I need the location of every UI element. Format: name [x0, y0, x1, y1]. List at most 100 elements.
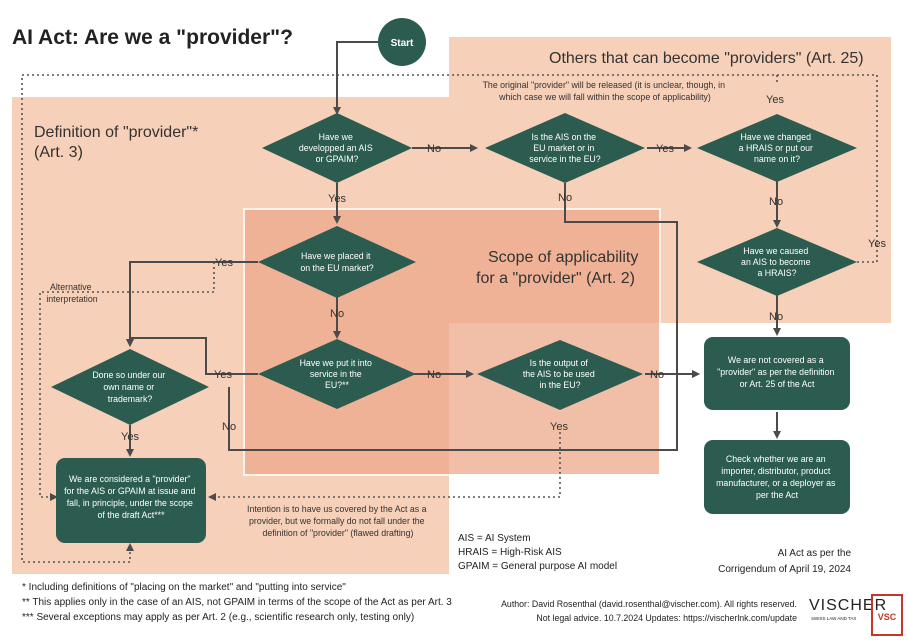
outcome-check-line-3: manufacturer, or a deployer as: [716, 478, 836, 488]
label-onmarket-no: No: [558, 192, 572, 204]
region-scope-label-1: Scope of applicability: [488, 249, 638, 266]
label-ownname-no: No: [222, 421, 236, 433]
decision-service[interactable]: [258, 339, 416, 409]
outcome-provider-line-4: of the draft Act***: [98, 510, 166, 520]
outcome-provider-line-2: for the AIS or GPAIM at issue and: [64, 486, 195, 496]
decision-output[interactable]: [477, 340, 643, 410]
decision-output-line-3: in the EU?: [539, 380, 580, 390]
edge-start-developed: [333, 41, 378, 115]
start-node[interactable]: [378, 18, 426, 66]
footnote-3: *** Several exceptions may apply as per …: [22, 612, 414, 623]
decision-caused-line-2: an AIS to become: [741, 257, 811, 267]
svg-text:Check whether we are an im: Check whether we are an importer, distri…: [716, 454, 838, 500]
svg-text:Alternative interpretation: Alternative interpretation: [46, 282, 97, 304]
label-caused-yes: Yes: [868, 238, 886, 250]
label-changed-no: No: [769, 196, 783, 208]
outcome-not-covered-line-1: We are not covered as a: [728, 355, 824, 365]
outcome-check[interactable]: [704, 440, 850, 514]
act-note-line-1: AI Act as per the: [778, 548, 852, 559]
note-alternative-line-1: Alternative: [50, 282, 92, 292]
decision-on-market-line-3: service in the EU?: [529, 154, 600, 164]
decision-developed[interactable]: [262, 113, 412, 183]
footnote-1: * Including definitions of "placing on t…: [22, 582, 346, 593]
legend-gpaim: GPAIM = General purpose AI model: [458, 561, 617, 572]
outcome-not-covered-line-3: or Art. 25 of the Act: [740, 379, 815, 389]
outcome-not-covered[interactable]: [704, 337, 850, 410]
act-note-line-2: Corrigendum of April 19, 2024: [718, 564, 851, 575]
decision-changed-line-2: a HRAIS or put our: [739, 143, 813, 153]
region-scope-label-2: for a "provider" (Art. 2): [476, 270, 635, 287]
decision-placed[interactable]: [258, 226, 416, 298]
decision-on-market-line-1: Is the AIS on the: [531, 132, 596, 142]
label-service-no: No: [427, 369, 441, 381]
svg-text:Have we put it into servic: Have we put it into service in the EU?**: [300, 358, 375, 390]
region-definition-label-1: Definition of "provider"*: [34, 124, 198, 141]
edge-caused-yes-loop: [777, 74, 878, 263]
decision-placed-line-2: on the EU market?: [300, 263, 373, 273]
decision-on-market-line-2: EU market or in: [533, 143, 594, 153]
outcome-not-covered-line-2: "provider" as per the definition: [717, 367, 834, 377]
footnote-2: ** This applies only in the case of an A…: [22, 597, 452, 608]
decision-caused[interactable]: [697, 228, 857, 296]
decision-caused-line-1: Have we caused: [743, 246, 808, 256]
edge-service-yes: [126, 337, 258, 375]
decision-own-name-line-2: own name or: [103, 382, 154, 392]
brand-seal-text: VSC: [878, 612, 897, 622]
note-intention-line-1: Intention is to have us covered by the A…: [247, 504, 427, 514]
brand-name: VISCHER: [809, 597, 887, 614]
note-alternative-line-2: interpretation: [46, 294, 97, 304]
decision-developed-line-1: Have we: [319, 132, 353, 142]
label-output-yes: Yes: [550, 421, 568, 433]
note-intention-line-2: provider, but we formally do not fall un…: [249, 516, 425, 526]
decision-service-line-1: Have we put it into: [300, 358, 372, 368]
outcome-provider-line-3: fall, in principle, under the scope: [67, 498, 193, 508]
note-released-line-1: The original "provider" will be released…: [483, 80, 726, 90]
svg-text:Have we caused an AIS to b: Have we caused an AIS to become a HRAIS?: [741, 246, 813, 278]
label-placed-no: No: [330, 308, 344, 320]
decision-output-line-2: the AIS to be used: [523, 369, 595, 379]
decision-developed-line-3: or GPAIM?: [316, 154, 359, 164]
brand-seal-icon: [871, 594, 903, 636]
label-placed-yes: Yes: [215, 257, 233, 269]
region-others-label: Others that can become "providers" (Art.…: [549, 50, 864, 67]
decision-service-line-3: EU?**: [325, 380, 350, 390]
label-developed-yes: Yes: [328, 193, 346, 205]
author-line-2: Not legal advice. 10.7.2024 Updates: htt…: [536, 613, 797, 623]
svg-text:The original "provider" will b: The original "provider" will be released…: [483, 80, 728, 102]
decision-on-market[interactable]: [485, 113, 645, 183]
svg-text:Is the output of the AIS t: Is the output of the AIS to be used in t…: [523, 358, 597, 390]
edge-intention: [208, 432, 561, 501]
brand-tagline: SWISS LAW AND TAX: [811, 616, 856, 621]
edge-released-loop: [21, 74, 778, 563]
outcome-provider[interactable]: [56, 458, 206, 543]
outcome-check-line-2: importer, distributor, product: [721, 466, 831, 476]
legend-hrais: HRAIS = High-Risk AIS: [458, 547, 562, 558]
decision-changed-line-3: name on it?: [754, 154, 800, 164]
edge-alternative: [39, 262, 215, 501]
decision-own-name-line-1: Done so under our: [92, 370, 165, 380]
edge-placed-yes: [126, 261, 258, 347]
decision-output-line-1: Is the output of: [530, 358, 589, 368]
decision-changed[interactable]: [697, 114, 857, 182]
label-caused-no: No: [769, 311, 783, 323]
label-ownname-yes: Yes: [121, 431, 139, 443]
label-changed-yes: Yes: [766, 94, 784, 106]
svg-text:Done so under our own name: Done so under our own name or trademark?: [92, 370, 167, 404]
author-line-1: Author: David Rosenthal (david.rosenthal…: [501, 599, 797, 609]
decision-own-name[interactable]: [51, 349, 209, 425]
edge-ownname-no: [228, 374, 678, 451]
svg-text:Have we placed it on the E: Have we placed it on the EU market?: [300, 251, 373, 273]
svg-text:Have we changed a HRAIS or: Have we changed a HRAIS or put our name …: [739, 132, 816, 164]
svg-text:We are considered a "provider": We are considered a "provider" for the A…: [64, 474, 198, 520]
note-released-line-2: which case we will fall within the scope…: [498, 92, 711, 102]
start-label: Start: [391, 38, 414, 49]
region-definition-label-2: (Art. 3): [34, 144, 83, 161]
label-developed-no: No: [427, 143, 441, 155]
svg-text:Have we developped an AIS: Have we developped an AIS or GPAIM?: [299, 132, 375, 164]
decision-developed-line-2: developped an AIS: [299, 143, 373, 153]
outcome-check-line-4: per the Act: [756, 490, 799, 500]
decision-changed-line-1: Have we changed: [741, 132, 812, 142]
decision-placed-line-1: Have we placed it: [301, 251, 371, 261]
